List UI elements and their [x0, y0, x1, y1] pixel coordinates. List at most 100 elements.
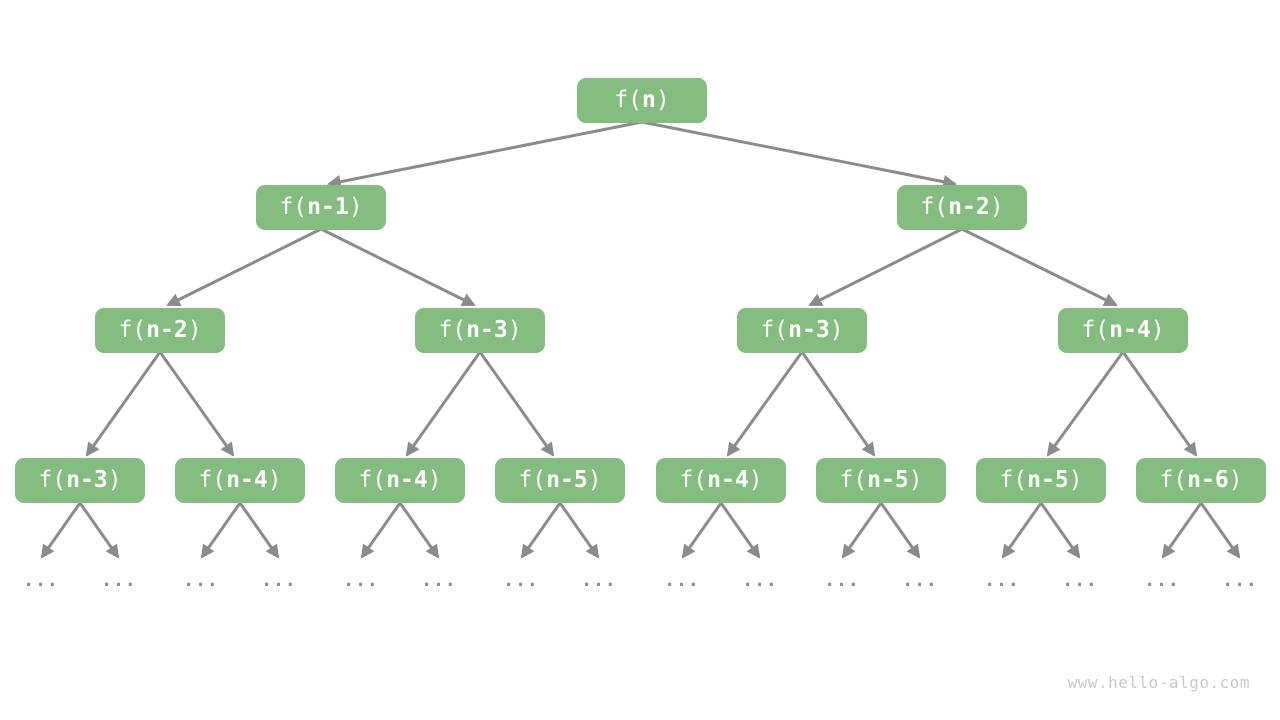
node-label-suffix: ) [989, 194, 1004, 220]
node-label-arg: n-6 [1187, 467, 1229, 493]
ellipsis: ... [421, 570, 457, 591]
node-label-arg: n-1 [307, 194, 349, 220]
node-label-prefix: f( [999, 467, 1028, 493]
ellipsis: ... [503, 570, 539, 591]
ellipsis: ... [343, 570, 379, 591]
node-label-prefix: f( [279, 194, 308, 220]
edge-arrow [558, 502, 600, 559]
tree-node: f(n-3) [15, 458, 145, 503]
ellipsis: ... [23, 570, 59, 591]
node-label-arg: n-4 [226, 467, 268, 493]
node-label-suffix: ) [107, 467, 122, 493]
ellipsis: ... [902, 570, 938, 591]
ellipsis: ... [1062, 570, 1098, 591]
node-label-arg: n-3 [788, 317, 830, 343]
node-label-prefix: f( [198, 467, 227, 493]
node-label-prefix: f( [839, 467, 868, 493]
node-label-arg: n-5 [546, 467, 588, 493]
edge-arrow [1161, 502, 1203, 559]
node-label-suffix: ) [908, 467, 923, 493]
edge-arrow [961, 227, 1118, 307]
edge-arrow [78, 502, 120, 559]
tree-node: f(n-2) [95, 308, 225, 353]
node-label-suffix: ) [587, 467, 602, 493]
watermark-text: www.hello-algo.com [1067, 673, 1250, 692]
ellipsis: ... [984, 570, 1020, 591]
node-label-prefix: f( [38, 467, 67, 493]
node-label-prefix: f( [614, 87, 642, 113]
tree-node: f(n-1) [256, 185, 386, 230]
ellipsis: ... [824, 570, 860, 591]
ellipsis: ... [742, 570, 778, 591]
node-label-suffix: ) [348, 194, 363, 220]
edge-arrow [166, 227, 322, 307]
node-label-suffix: ) [507, 317, 522, 343]
node-label-arg: n-5 [867, 467, 909, 493]
node-label-arg: n-2 [146, 317, 188, 343]
edge-arrow [1001, 502, 1043, 559]
ellipsis: ... [1222, 570, 1258, 591]
edge-arrow [85, 351, 162, 457]
edge-arrow [40, 502, 82, 559]
tree-node: f(n-5) [976, 458, 1106, 503]
ellipsis: ... [664, 570, 700, 591]
node-label-arg: n-3 [66, 467, 108, 493]
ellipsis: ... [101, 570, 137, 591]
node-label-prefix: f( [1159, 467, 1188, 493]
ellipsis: ... [1144, 570, 1180, 591]
node-label-arg: n-4 [1109, 317, 1151, 343]
ellipsis: ... [581, 570, 617, 591]
edge-arrow [478, 351, 555, 457]
edge-arrow [520, 502, 562, 559]
edge-arrow [879, 502, 921, 559]
node-label-arg: n-4 [386, 467, 428, 493]
edge-arrow [360, 502, 402, 559]
edge-arrow [726, 351, 804, 457]
node-label-prefix: f( [1081, 317, 1110, 343]
edge-arrow [1121, 351, 1198, 457]
node-label-arg: n-2 [948, 194, 990, 220]
edge-arrow [719, 502, 761, 559]
node-label-prefix: f( [760, 317, 789, 343]
edge-arrow [841, 502, 883, 559]
edge-arrow [1039, 502, 1081, 559]
edge-arrow [320, 227, 476, 307]
node-label-arg: n-5 [1027, 467, 1069, 493]
tree-node: f(n-2) [897, 185, 1027, 230]
edge-arrow [200, 502, 242, 559]
tree-node: f(n-5) [495, 458, 625, 503]
tree-node: f(n-4) [335, 458, 465, 503]
edge-arrow [1046, 351, 1125, 457]
node-label-prefix: f( [358, 467, 387, 493]
tree-node: f(n-4) [656, 458, 786, 503]
node-label-suffix: ) [748, 467, 763, 493]
node-label-arg: n-3 [466, 317, 508, 343]
ellipsis: ... [183, 570, 219, 591]
node-label-suffix: ) [1228, 467, 1243, 493]
edge-arrow [326, 120, 643, 189]
tree-node: f(n-3) [737, 308, 867, 353]
tree-node: f(n) [577, 78, 707, 123]
node-label-suffix: ) [655, 87, 670, 113]
node-label-prefix: f( [920, 194, 949, 220]
node-label-suffix: ) [1150, 317, 1165, 343]
edge-arrow [158, 351, 235, 457]
tree-node: f(n-6) [1136, 458, 1266, 503]
ellipsis: ... [261, 570, 297, 591]
node-label-suffix: ) [187, 317, 202, 343]
edge-arrow [681, 502, 723, 559]
tree-node: f(n-3) [415, 308, 545, 353]
edge-arrow [398, 502, 440, 559]
node-label-arg: n [641, 87, 656, 113]
node-label-suffix: ) [1068, 467, 1083, 493]
tree-node: f(n-5) [816, 458, 946, 503]
node-label-prefix: f( [679, 467, 708, 493]
edge-arrow [238, 502, 280, 559]
node-label-prefix: f( [438, 317, 467, 343]
tree-node: f(n-4) [175, 458, 305, 503]
edge-arrow [641, 120, 958, 189]
node-label-prefix: f( [518, 467, 547, 493]
edge-arrow [1199, 502, 1241, 559]
edge-arrow [800, 351, 876, 457]
